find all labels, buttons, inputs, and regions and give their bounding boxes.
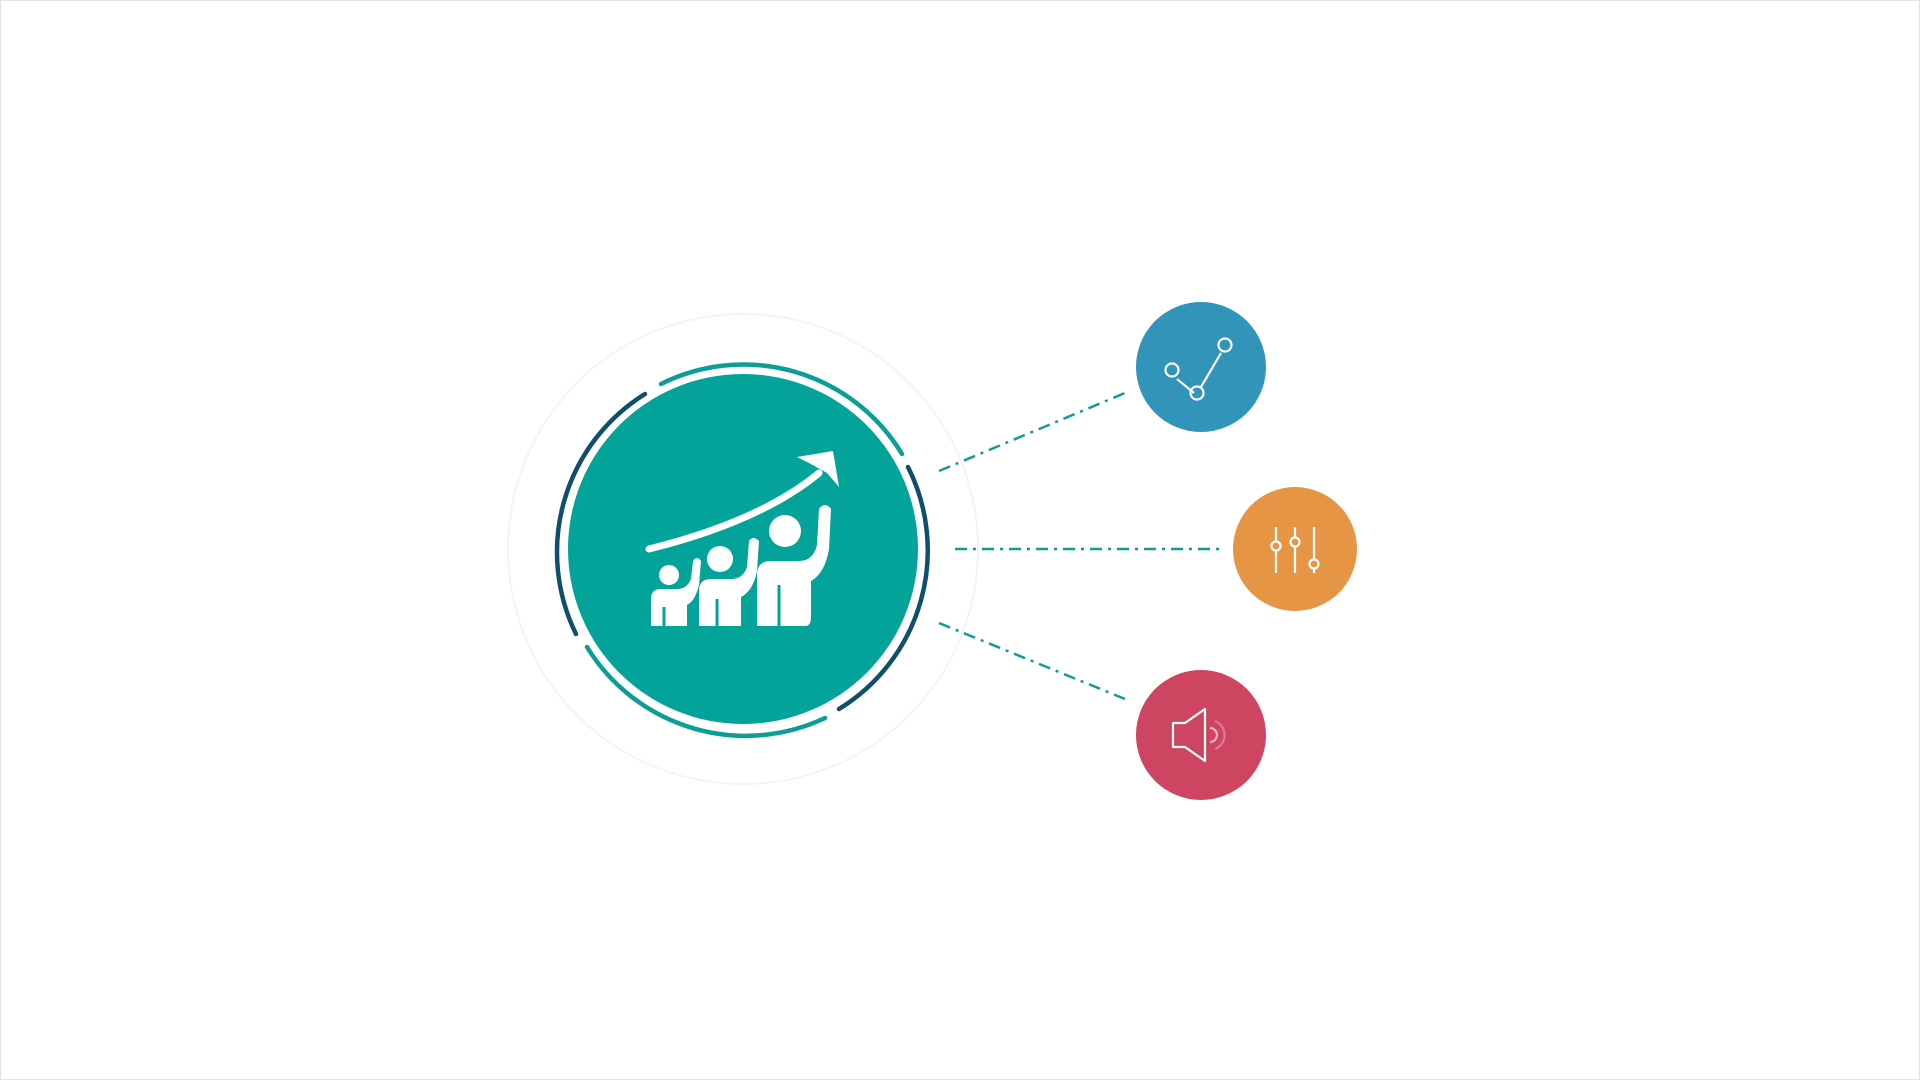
- connectors: [938, 391, 1219, 701]
- hub-ring-arc-left: [554, 391, 648, 637]
- hub-circle: [568, 374, 918, 724]
- hub-guide-ring: [507, 313, 979, 785]
- speaker-icon: [1171, 707, 1226, 763]
- sliders-icon: [1270, 527, 1320, 573]
- hub-ring: [554, 362, 931, 739]
- hub-ring-arc-bottom: [584, 644, 828, 739]
- node-announcement[interactable]: [1136, 670, 1266, 800]
- connector-top: [938, 391, 1126, 473]
- node-analytics-circle: [1136, 302, 1266, 432]
- line-chart-icon: [1164, 337, 1233, 401]
- hub-ring-arc-top: [658, 362, 905, 457]
- node-analytics[interactable]: [1136, 302, 1266, 432]
- hub-ring-arc-right: [836, 464, 931, 712]
- connector-bottom: [938, 621, 1126, 701]
- node-settings[interactable]: [1233, 487, 1357, 611]
- node-announcement-circle: [1136, 670, 1266, 800]
- team-growth-icon: [645, 451, 839, 626]
